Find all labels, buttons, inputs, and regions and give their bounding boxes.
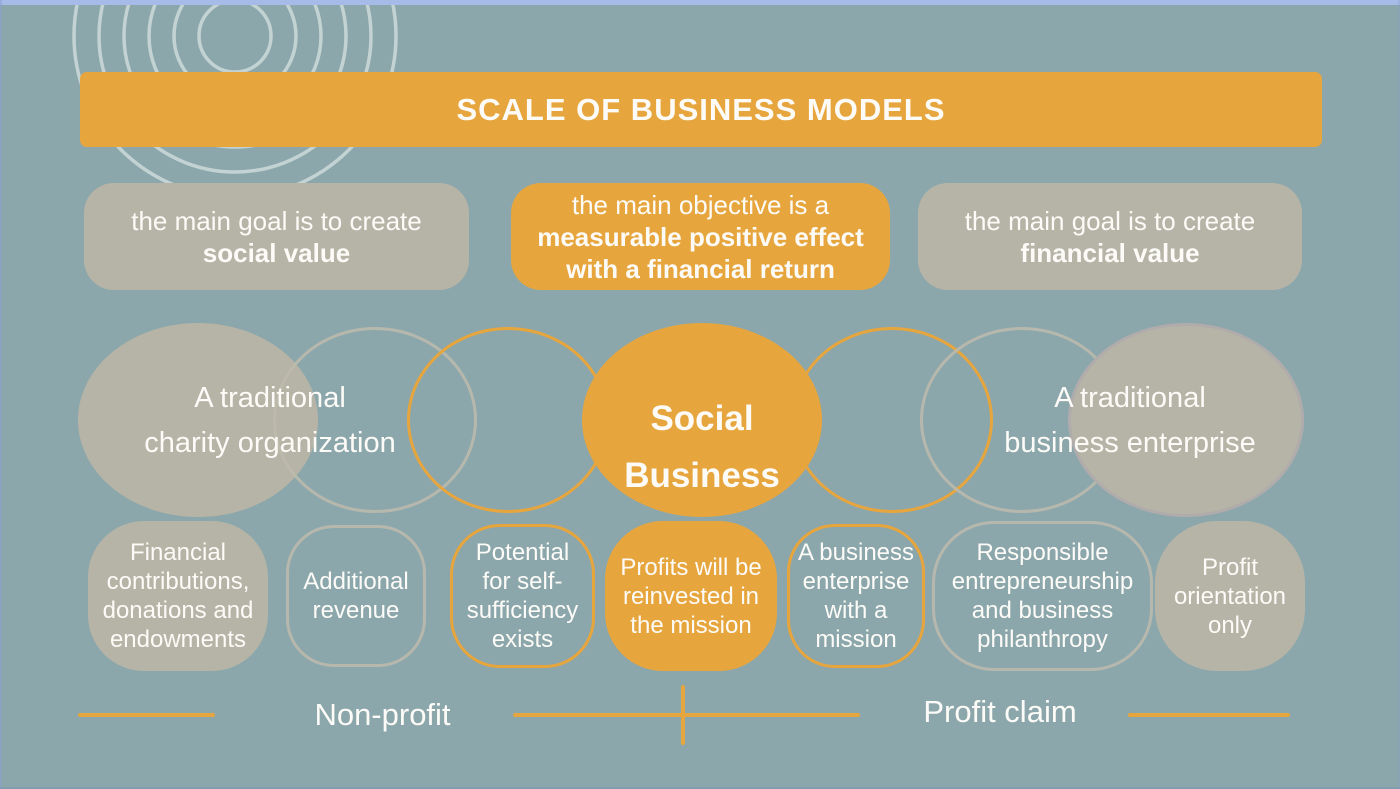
left-edge-highlight xyxy=(0,0,2,789)
axis-line-left xyxy=(78,713,215,717)
bottom-edge-highlight xyxy=(0,787,1400,789)
overlap-circle-orange-left xyxy=(407,327,609,513)
top-edge-highlight xyxy=(0,0,1400,5)
spectrum-item-additional-revenue: Additional revenue xyxy=(286,525,426,667)
social-business-ellipse xyxy=(582,323,822,517)
description-line-bold: social value xyxy=(202,237,351,268)
business-enterprise-label: A traditional business enterprise xyxy=(1004,382,1256,459)
axis-line-right xyxy=(1128,713,1290,717)
description-line-bold: financial value xyxy=(1020,237,1200,268)
spectrum-item-self-sufficiency: Potential for self-sufficiency exists xyxy=(450,524,595,668)
spectrum-item-financial-contributions: Financial contributions, donations and e… xyxy=(88,521,268,671)
axis-label-profit-claim: Profit claim xyxy=(923,694,1077,729)
description-box-social-value: the main goal is to create social value xyxy=(84,183,469,290)
axis-tick-divider xyxy=(681,685,685,745)
description-box-measurable-effect: the main objective is a measurable posit… xyxy=(511,183,890,290)
description-line: the main goal is to create xyxy=(964,205,1256,236)
description-line-bold: with a financial return xyxy=(566,253,835,284)
spectrum-item-profit-orientation: Profit orientation only xyxy=(1155,521,1305,671)
spectrum-item-profits-reinvested: Profits will be reinvested in the missio… xyxy=(605,521,777,671)
spectrum-item-responsible-entrepreneurship: Responsible entrepreneurship and busines… xyxy=(932,521,1153,671)
social-business-label: Social Business xyxy=(624,399,780,495)
description-box-financial-value: the main goal is to create financial val… xyxy=(918,183,1302,290)
business-enterprise-ellipse xyxy=(1068,323,1304,517)
spectrum-item-enterprise-with-mission: A business enterprise with a mission xyxy=(787,524,925,668)
charity-label: A traditional charity organization xyxy=(144,382,396,459)
description-line: the main goal is to create xyxy=(131,205,422,236)
axis-label-non-profit: Non-profit xyxy=(314,697,451,732)
right-edge-highlight xyxy=(1398,0,1400,789)
axis-line-middle xyxy=(513,713,860,717)
description-line-bold: measurable positive effect xyxy=(537,221,864,252)
title-bar: SCALE OF BUSINESS MODELS xyxy=(80,72,1322,147)
page-title: SCALE OF BUSINESS MODELS xyxy=(456,91,946,127)
description-line: the main objective is a xyxy=(571,189,830,220)
